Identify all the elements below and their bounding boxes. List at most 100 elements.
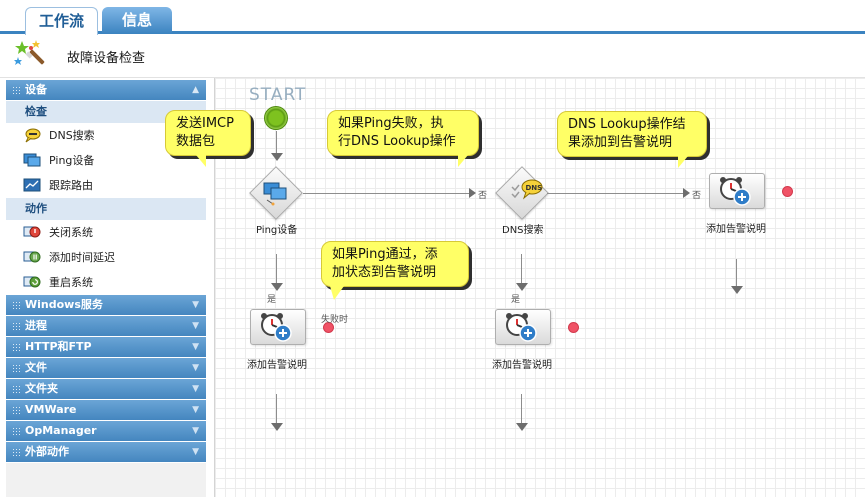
- sidebar-item-label: 跟踪路由: [49, 179, 93, 192]
- connector: [276, 254, 277, 284]
- sidebar-section-http-ftp[interactable]: HTTP和FTP ▼: [6, 337, 206, 358]
- tab-info[interactable]: 信息: [102, 7, 172, 34]
- chevron-down-icon: ▼: [192, 405, 199, 415]
- sidebar-section-opmanager[interactable]: OpManager ▼: [6, 421, 206, 442]
- section-label: 外部动作: [25, 445, 69, 458]
- note-line: 行DNS Lookup操作: [338, 134, 456, 149]
- arrow-right-icon: [683, 188, 690, 198]
- magic-wand-icon: [14, 40, 45, 65]
- sidebar-item-shutdown[interactable]: 关闭系统: [6, 220, 206, 245]
- arrow-down-icon: [516, 283, 528, 291]
- sidebar-item-label: 重启系统: [49, 276, 93, 289]
- alarm-clock-add-icon: [720, 177, 751, 206]
- sidebar-section-windows-services[interactable]: Windows服务 ▼: [6, 295, 206, 316]
- section-label: 文件: [25, 361, 47, 374]
- note-line: 加状态到告警说明: [332, 265, 437, 280]
- section-label: OpManager: [25, 424, 97, 437]
- sidebar-item-label: DNS搜索: [49, 129, 95, 142]
- chevron-down-icon: ▼: [192, 384, 199, 394]
- sidebar-group-action: 动作: [6, 198, 206, 220]
- note-ping-fail[interactable]: 如果Ping失败，执 行DNS Lookup操作: [327, 110, 479, 167]
- dns-icon: [25, 128, 41, 143]
- arrow-down-icon: [731, 286, 743, 294]
- page-title: 故障设备检查: [67, 51, 146, 66]
- connector: [521, 394, 522, 424]
- sidebar: 设备 ▲ 检查 DNS搜索 Ping设备 跟踪路由: [6, 80, 206, 497]
- end-node[interactable]: [323, 322, 334, 333]
- note-send-icmp[interactable]: 发送IMCP 数据包: [165, 110, 251, 167]
- ping-monitor-icon: [23, 153, 41, 167]
- arrow-down-icon: [271, 153, 283, 161]
- section-label: VMWare: [25, 403, 77, 416]
- connector: [547, 193, 685, 194]
- section-label: Windows服务: [25, 298, 103, 311]
- trace-route-icon: [23, 178, 41, 192]
- edge-label-no: 否: [692, 191, 702, 201]
- reboot-icon: [23, 276, 41, 288]
- note-line: 如果Ping通过，添: [332, 247, 438, 262]
- note-line: 发送IMCP: [176, 116, 234, 131]
- sidebar-item-add-delay[interactable]: 添加时间延迟: [6, 245, 206, 270]
- delay-icon: [23, 251, 41, 263]
- tab-workflow[interactable]: 工作流: [25, 7, 98, 35]
- workflow-canvas[interactable]: START Ping设备 否 DNS DNS搜索 否: [165, 78, 865, 497]
- edge-label-yes: 是: [267, 295, 277, 305]
- connector: [736, 259, 737, 287]
- sidebar-group-check: 检查: [6, 101, 206, 123]
- alarm-clock-add-icon: [506, 313, 537, 342]
- node-label: Ping设备: [256, 225, 298, 236]
- chevron-down-icon: ▼: [192, 342, 199, 352]
- chevron-down-icon: ▼: [192, 426, 199, 436]
- sidebar-section-process[interactable]: 进程 ▼: [6, 316, 206, 337]
- shutdown-icon: [23, 226, 41, 238]
- end-node[interactable]: [782, 186, 793, 197]
- note-dns-result[interactable]: DNS Lookup操作结 果添加到告警说明: [557, 111, 707, 168]
- node-label: 添加告警说明: [247, 360, 307, 371]
- dns-icon: DNS: [511, 179, 543, 200]
- tab-bar: 工作流 信息: [0, 0, 865, 35]
- section-label: 文件夹: [25, 382, 58, 395]
- section-label: 进程: [25, 319, 47, 332]
- arrow-right-icon: [469, 188, 476, 198]
- chevron-down-icon: ▼: [192, 363, 199, 373]
- sidebar-section-folder[interactable]: 文件夹 ▼: [6, 379, 206, 400]
- arrow-down-icon: [271, 283, 283, 291]
- sidebar-section-external-actions[interactable]: 外部动作 ▼: [6, 442, 206, 463]
- chevron-down-icon: ▼: [192, 321, 199, 331]
- workflow-header: 故障设备检查: [0, 34, 865, 78]
- note-ping-pass[interactable]: 如果Ping通过，添 加状态到告警说明: [321, 241, 469, 300]
- start-label: START: [249, 85, 307, 105]
- chevron-up-icon: ▲: [192, 85, 199, 95]
- edge-label-yes: 是: [511, 295, 521, 305]
- arrow-down-icon: [271, 423, 283, 431]
- note-line: 如果Ping失败，执: [338, 116, 444, 131]
- sidebar-item-reboot[interactable]: 重启系统: [6, 270, 206, 295]
- sidebar-item-label: 关闭系统: [49, 226, 93, 239]
- connector: [303, 193, 473, 194]
- sidebar-item-label: 添加时间延迟: [49, 251, 115, 264]
- connector: [276, 131, 277, 154]
- node-label: 添加告警说明: [706, 224, 766, 235]
- sidebar-section-vmware[interactable]: VMWare ▼: [6, 400, 206, 421]
- note-line: 数据包: [176, 134, 216, 149]
- start-node[interactable]: [264, 106, 288, 130]
- sidebar-section-device[interactable]: 设备 ▲: [6, 80, 206, 101]
- arrow-down-icon: [516, 423, 528, 431]
- alarm-clock-add-icon: [261, 313, 292, 342]
- sidebar-section-file[interactable]: 文件 ▼: [6, 358, 206, 379]
- sidebar-item-label: Ping设备: [49, 154, 95, 167]
- sidebar-item-trace-route[interactable]: 跟踪路由: [6, 173, 206, 198]
- section-label: HTTP和FTP: [25, 340, 92, 353]
- edge-label-fail: 失败时: [321, 315, 349, 325]
- chevron-down-icon: ▼: [192, 447, 199, 457]
- connector: [521, 254, 522, 284]
- node-label: DNS搜索: [502, 225, 544, 236]
- node-label: 添加告警说明: [492, 360, 552, 371]
- note-line: 果添加到告警说明: [568, 135, 673, 150]
- section-label: 设备: [25, 83, 47, 96]
- note-line: DNS Lookup操作结: [568, 117, 686, 132]
- end-node[interactable]: [568, 322, 579, 333]
- svg-text:DNS: DNS: [526, 184, 543, 192]
- chevron-down-icon: ▼: [192, 300, 199, 310]
